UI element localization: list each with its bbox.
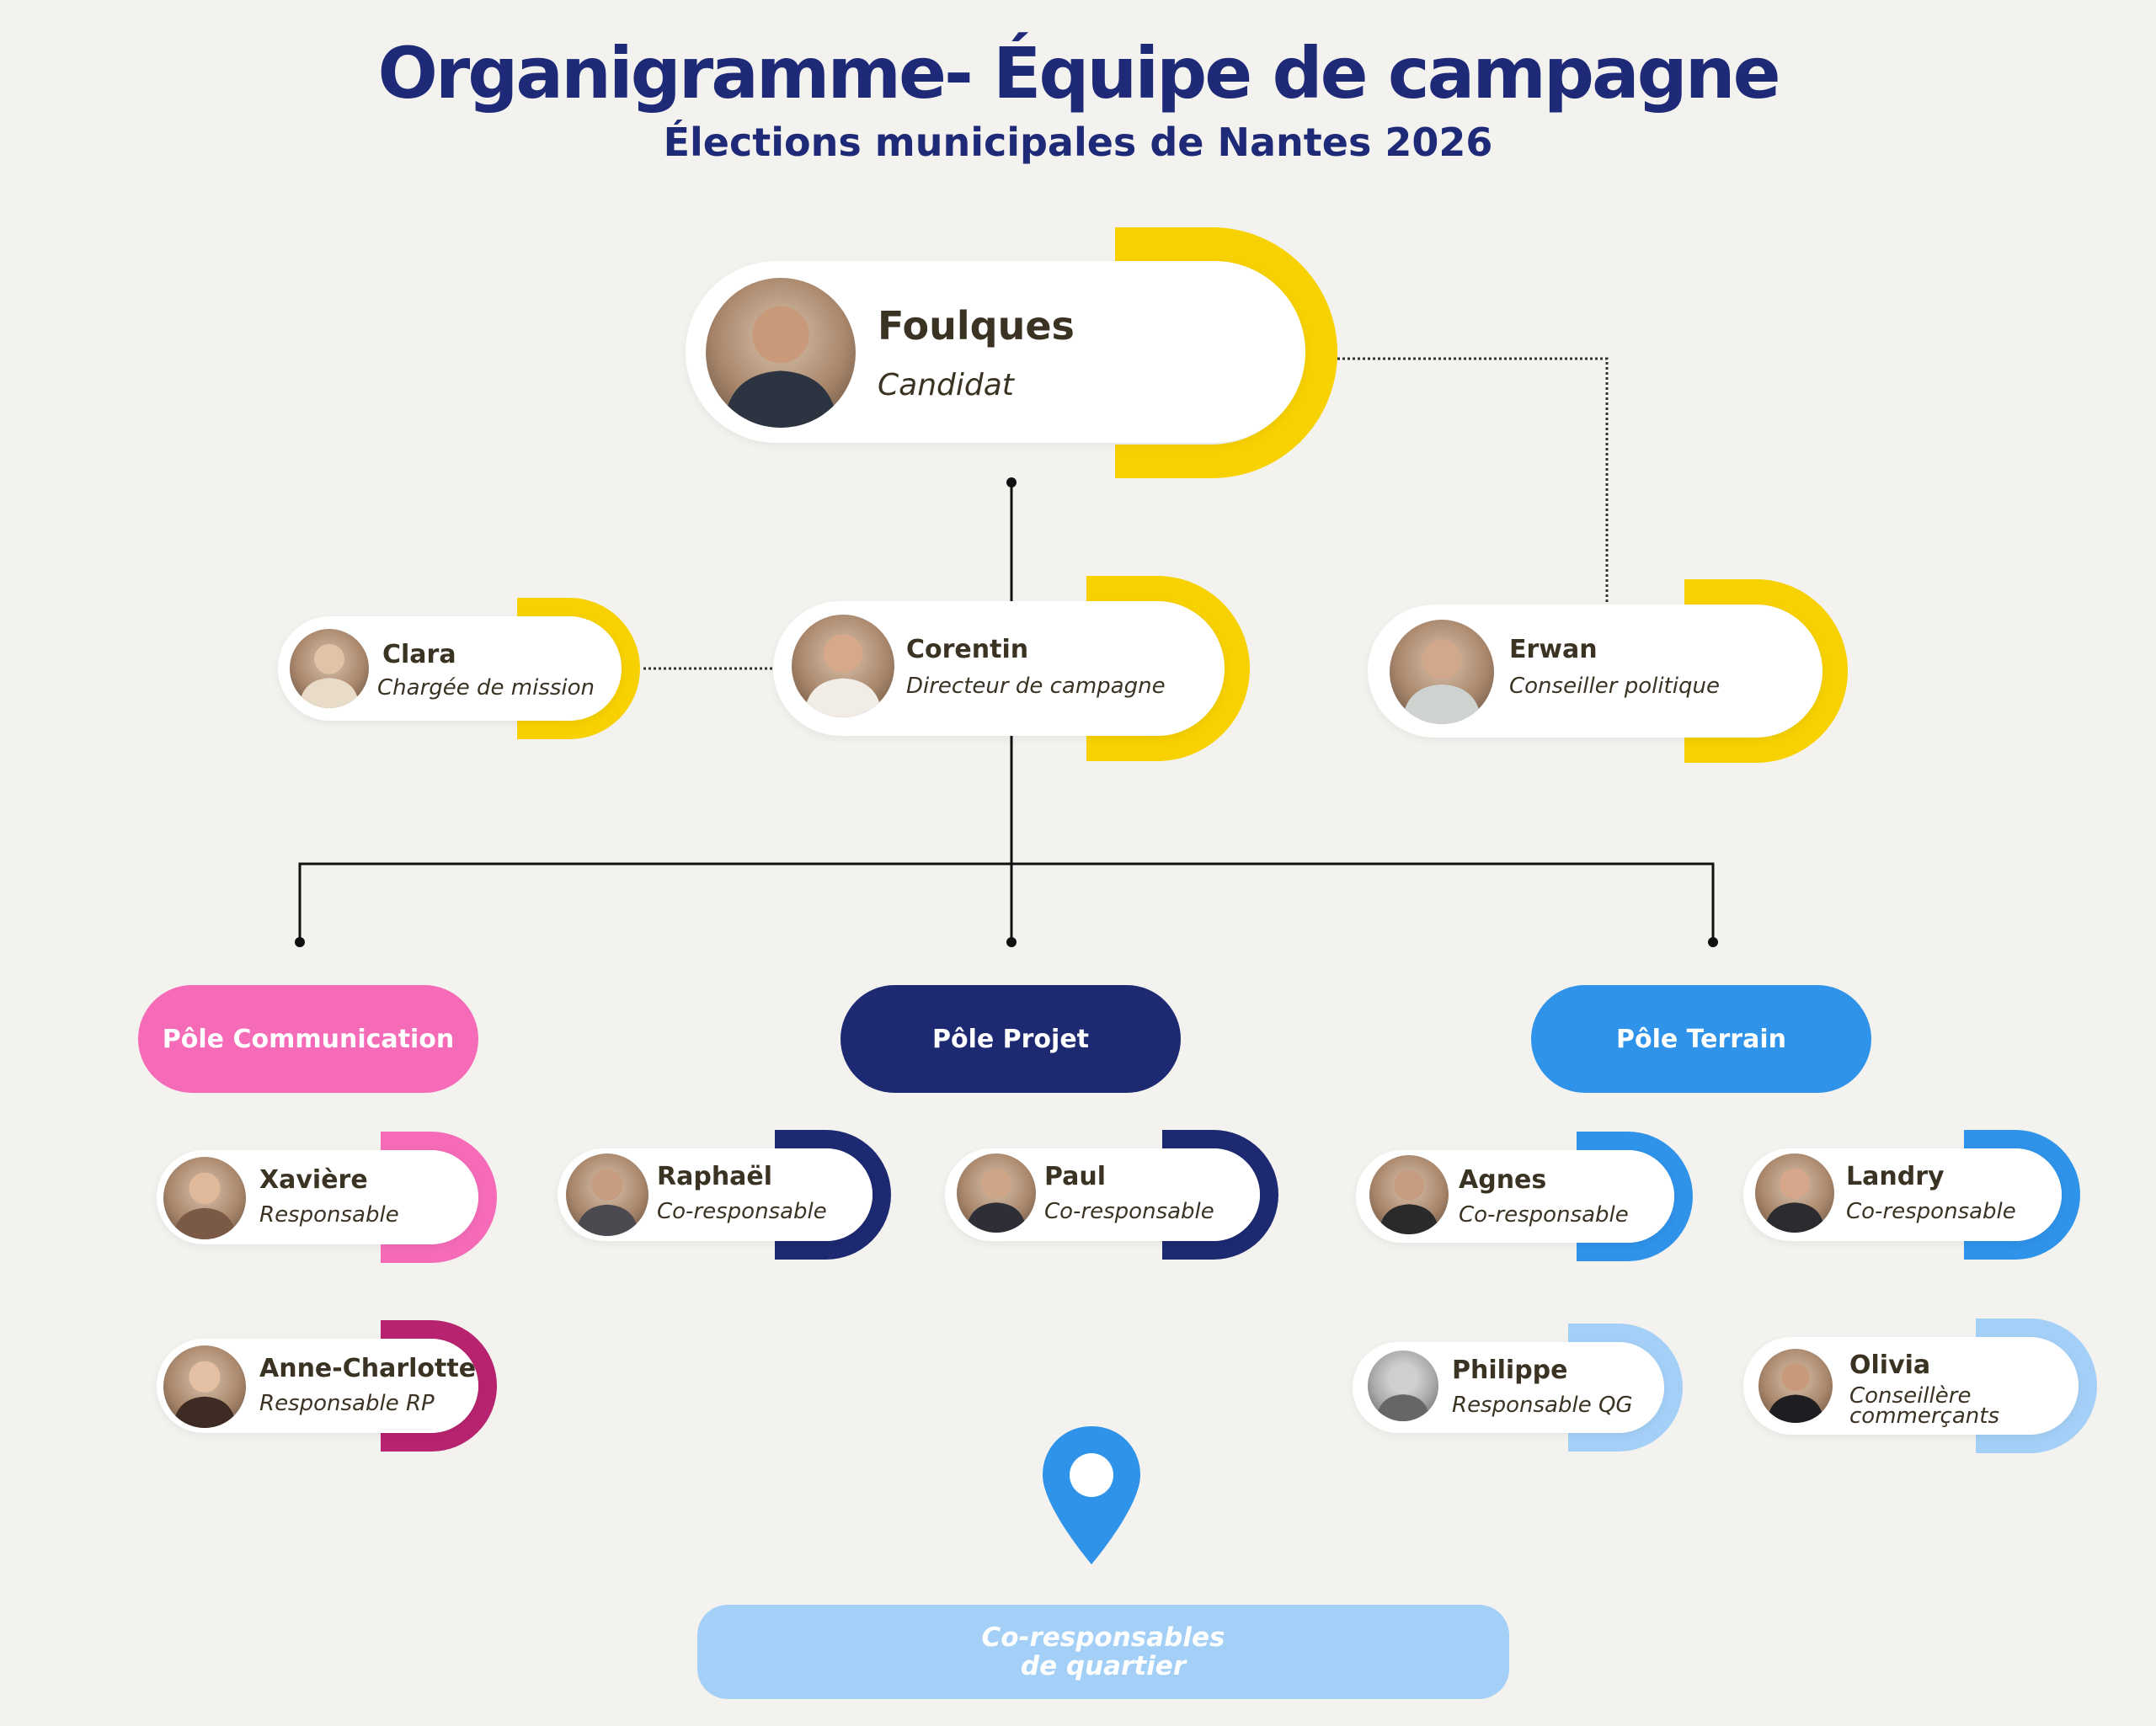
person-role: Co-responsable: [1044, 1199, 1214, 1224]
person-role: Responsable: [259, 1202, 399, 1228]
avatar-photo: [163, 1345, 246, 1428]
card-paul: Paul Co-responsable: [945, 1130, 1278, 1260]
person-name: Raphaël: [657, 1162, 773, 1191]
connector-dot-candidat: [1006, 477, 1017, 487]
person-name: Anne-Charlotte: [259, 1354, 477, 1383]
card-corentin: Corentin Directeur de campagne: [773, 576, 1250, 761]
card-philippe: Philippe Responsable QG: [1353, 1324, 1683, 1452]
location-pin-icon: [1043, 1426, 1140, 1564]
person-name: Olivia: [1849, 1350, 1931, 1380]
connector-dot-communication: [295, 937, 305, 947]
avatar-photo: [566, 1153, 648, 1236]
person-role: Co-responsable: [657, 1199, 827, 1224]
card-raphael: Raphaël Co-responsable: [558, 1130, 891, 1260]
person-role: Conseillère commerçants: [1849, 1383, 1999, 1429]
avatar-photo: [290, 629, 369, 708]
avatar-photo: [1758, 1349, 1833, 1423]
avatar-photo: [163, 1157, 246, 1239]
person-name: Philippe: [1452, 1356, 1568, 1385]
person-name: Agnes: [1459, 1165, 1547, 1195]
card-candidat: Foulques Candidat: [686, 227, 1337, 478]
avatar-photo: [957, 1153, 1036, 1233]
connector-dot-terrain: [1708, 937, 1718, 947]
avatar-photo: [1368, 1350, 1438, 1421]
card-anne-charlotte: Anne-Charlotte Responsable RP: [157, 1320, 497, 1452]
person-role: Responsable RP: [259, 1391, 435, 1416]
card-landry: Landry Co-responsable: [1743, 1130, 2080, 1260]
page-subtitle: Élections municipales de Nantes 2026: [663, 120, 1493, 165]
person-role: Co-responsable: [1846, 1199, 2016, 1224]
person-role: Candidat: [878, 368, 1014, 402]
person-role: Chargée de mission: [377, 675, 595, 701]
person-name: Landry: [1846, 1162, 1945, 1191]
pole-terrain: Pôle Terrain: [1531, 985, 1871, 1093]
person-name: Clara: [382, 640, 456, 669]
card-olivia: Olivia Conseillère commerçants: [1743, 1318, 2097, 1453]
quartier-box: Co-responsables de quartier: [697, 1605, 1509, 1699]
card-agnes: Agnes Co-responsable: [1356, 1132, 1693, 1261]
line-branch: [298, 862, 1715, 943]
person-name: Xavière: [259, 1165, 368, 1195]
person-name: Erwan: [1509, 635, 1598, 664]
avatar-photo: [1390, 620, 1494, 724]
card-xaviere: Xavière Responsable: [157, 1132, 497, 1263]
connector-dot-projet: [1006, 937, 1017, 947]
quartier-label: Co-responsables de quartier: [981, 1622, 1225, 1681]
person-role: Directeur de campagne: [906, 674, 1166, 699]
line-candidat-to-conseiller: [1337, 357, 1609, 605]
person-name: Paul: [1044, 1162, 1107, 1191]
person-role: Conseiller politique: [1509, 674, 1720, 699]
person-role: Responsable QG: [1452, 1393, 1633, 1418]
avatar-photo: [792, 615, 894, 717]
person-name: Foulques: [878, 303, 1075, 349]
avatar-photo: [1369, 1155, 1449, 1234]
avatar-photo: [706, 278, 856, 428]
card-clara: Clara Chargée de mission: [278, 598, 640, 739]
pole-communication: Pôle Communication: [138, 985, 478, 1093]
card-arc: [1162, 1130, 1278, 1260]
pole-projet: Pôle Projet: [841, 985, 1181, 1093]
person-role: Co-responsable: [1459, 1202, 1629, 1228]
avatar-photo: [1755, 1153, 1834, 1233]
page-title: Organigramme- Équipe de campagne: [377, 32, 1780, 115]
card-erwan: Erwan Conseiller politique: [1368, 579, 1848, 763]
person-name: Corentin: [906, 635, 1029, 664]
